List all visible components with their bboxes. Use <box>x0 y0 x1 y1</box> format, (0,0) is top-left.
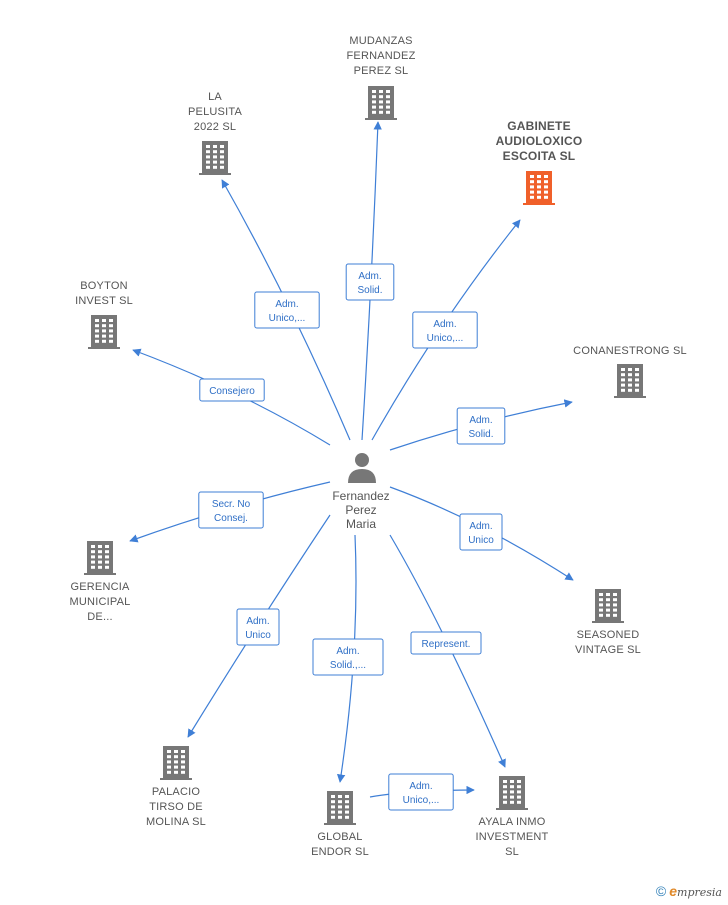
company-name-line: SEASONED <box>577 629 640 641</box>
edge-label-center-pelusita[interactable]: Adm. Unico,... <box>254 291 320 329</box>
company-node-global[interactable]: GLOBAL ENDOR SL <box>311 791 369 858</box>
building-icon <box>199 141 231 175</box>
company-name-line: DE... <box>87 611 112 623</box>
company-name-line: GABINETE <box>507 119 571 133</box>
person-name-line: Perez <box>345 503 376 517</box>
company-name-line: MUDANZAS <box>349 35 412 47</box>
building-icon <box>160 746 192 780</box>
company-name-line: AUDIOLOXICO <box>496 134 583 148</box>
building-icon <box>523 171 555 205</box>
edge-label-text: Adm. <box>275 299 298 310</box>
company-node-pelusita[interactable]: LA PELUSITA 2022 SL <box>188 91 242 175</box>
company-name-line: AYALA INMO <box>478 816 545 828</box>
person-name-line: Maria <box>346 517 376 531</box>
edge-label-center-boyton[interactable]: Consejero <box>199 378 265 402</box>
company-name-line: PEREZ SL <box>354 65 409 77</box>
company-name-line: INVESTMENT <box>476 831 549 843</box>
edge-labels-layer: Adm. Solid. Adm. Unico,... Adm. Unico,... Cons… <box>198 263 506 811</box>
company-name-line: SL <box>505 846 519 858</box>
edge-label-center-seasoned[interactable]: Adm. Unico <box>459 513 503 551</box>
edge-label-center-gerencia[interactable]: Secr. No Consej. <box>198 491 264 529</box>
company-node-boyton[interactable]: BOYTON INVEST SL <box>75 280 133 349</box>
edge-label-text: Unico,... <box>269 313 306 324</box>
company-node-conanestrong[interactable]: CONANESTRONG SL <box>573 345 687 398</box>
edge-label-center-conanestrong[interactable]: Adm. Solid. <box>456 407 506 445</box>
edge-label-text: Adm. <box>469 521 492 532</box>
company-node-mudanzas[interactable]: MUDANZAS FERNANDEZ PEREZ SL <box>346 35 415 120</box>
edge-label-center-ayala[interactable]: Represent. <box>410 631 482 655</box>
company-name-line: PELUSITA <box>188 106 242 118</box>
building-icon <box>324 791 356 825</box>
company-name-line: INVEST SL <box>75 295 133 307</box>
edge-label-text: Adm. <box>336 646 359 657</box>
building-icon <box>88 315 120 349</box>
company-name-line: LA <box>208 91 222 103</box>
edge-label-center-palacio[interactable]: Adm. Unico <box>236 608 280 646</box>
building-icon <box>614 364 646 398</box>
building-icon <box>84 541 116 575</box>
edge-label-text: Secr. No <box>212 499 251 510</box>
company-name-line: ESCOITA SL <box>503 149 576 163</box>
building-icon <box>365 86 397 120</box>
edge-label-text: Consej. <box>214 513 248 524</box>
building-icon <box>592 589 624 623</box>
company-name-line: MOLINA SL <box>146 816 206 828</box>
building-icon <box>496 776 528 810</box>
edge-label-text: Solid. <box>357 285 382 296</box>
edge-label-text: Adm. <box>246 616 269 627</box>
edge-label-text: Adm. <box>358 271 381 282</box>
company-name-line: PALACIO <box>152 786 201 798</box>
company-name-line: GLOBAL <box>317 831 362 843</box>
company-name-line: VINTAGE SL <box>575 644 641 656</box>
brand-name: mpresia <box>677 886 722 899</box>
edge-label-text: Unico <box>245 630 271 641</box>
edge-label-text: Solid. <box>468 429 493 440</box>
nodes-layer: MUDANZAS FERNANDEZ PEREZ SL LA PELUSITA 2022 … <box>70 35 687 858</box>
brand-initial: e <box>669 883 678 899</box>
edge-label-text: Adm. <box>409 781 432 792</box>
company-name-line: MUNICIPAL <box>70 596 131 608</box>
company-node-ayala[interactable]: AYALA INMO INVESTMENT SL <box>476 776 549 858</box>
person-name-line: Fernandez <box>332 489 389 503</box>
company-name-line: GERENCIA <box>70 581 130 593</box>
company-node-palacio[interactable]: PALACIO TIRSO DE MOLINA SL <box>146 746 206 828</box>
copyright-icon: © <box>655 883 667 899</box>
edge-label-center-global[interactable]: Adm. Solid.,... <box>312 638 384 676</box>
company-node-gerencia[interactable]: GERENCIA MUNICIPAL DE... <box>70 541 131 623</box>
footer-brand: ©empresia <box>656 883 722 899</box>
edge-label-text: Unico,... <box>403 795 440 806</box>
edge-label-text: Represent. <box>422 639 471 650</box>
company-name-line: BOYTON <box>80 280 127 292</box>
edge-label-center-gabinete[interactable]: Adm. Unico,... <box>412 311 478 349</box>
company-name-line: TIRSO DE <box>149 801 203 813</box>
edge-label-text: Unico <box>468 535 494 546</box>
company-name-line: 2022 SL <box>194 121 236 133</box>
edge-label-text: Consejero <box>209 386 255 397</box>
edge-label-text: Unico,... <box>427 333 464 344</box>
edge-label-global-ayala[interactable]: Adm. Unico,... <box>388 773 454 811</box>
person-icon <box>348 453 376 483</box>
company-name-line: CONANESTRONG SL <box>573 345 687 357</box>
company-node-seasoned[interactable]: SEASONED VINTAGE SL <box>575 589 641 656</box>
edge-label-text: Solid.,... <box>330 660 366 671</box>
company-name-line: ENDOR SL <box>311 846 369 858</box>
edge-label-text: Adm. <box>433 319 456 330</box>
edge-label-center-mudanzas[interactable]: Adm. Solid. <box>345 263 395 301</box>
company-name-line: FERNANDEZ <box>346 50 415 62</box>
edges-layer <box>129 121 574 798</box>
edge-label-text: Adm. <box>469 415 492 426</box>
